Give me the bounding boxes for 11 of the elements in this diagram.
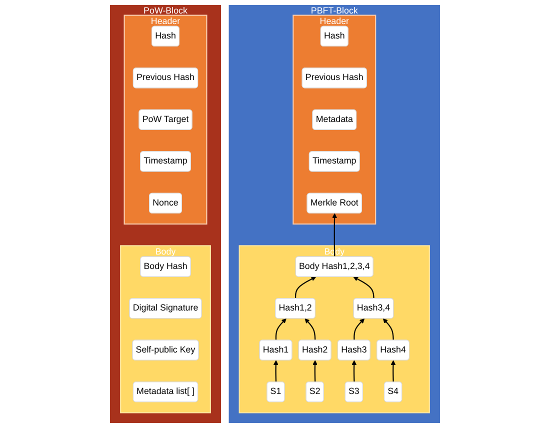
arrow bbox=[273, 360, 278, 382]
arrow bbox=[353, 276, 374, 299]
arrow bbox=[304, 318, 316, 340]
arrow bbox=[294, 276, 316, 299]
arrow bbox=[275, 318, 286, 340]
arrow bbox=[354, 318, 365, 340]
arrow bbox=[352, 360, 357, 382]
arrow bbox=[382, 318, 394, 340]
arrow bbox=[390, 360, 396, 382]
arrow bbox=[312, 360, 318, 382]
arrow bbox=[332, 213, 337, 257]
